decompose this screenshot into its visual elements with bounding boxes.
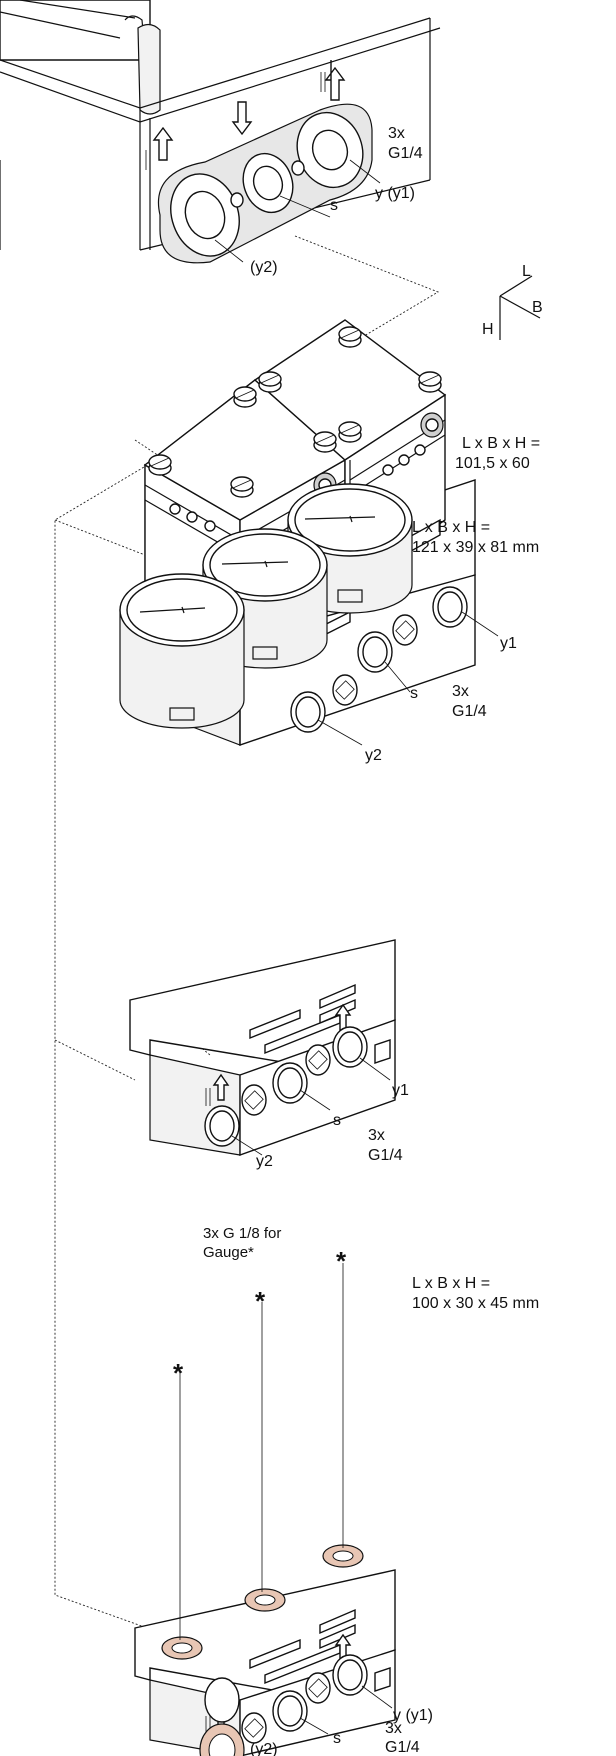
top-label-y2: (y2) xyxy=(250,259,278,276)
manifold-ports-thread: G1/4 xyxy=(385,1739,420,1756)
manifold-label-y: y (y1) xyxy=(393,1707,433,1724)
solenoid-label-s: s xyxy=(410,685,418,702)
asterisk-middle: * xyxy=(255,1286,266,1316)
gauge-dims-line2: 121 x 39 x 81 mm xyxy=(412,539,539,556)
manifold-label-y2: (y2) xyxy=(250,1741,278,1756)
housing-adapter-drawing xyxy=(0,0,441,264)
manifold-ports-count: 3x xyxy=(385,1720,402,1737)
solenoid-dims-line1: L x B x H = xyxy=(462,435,540,452)
top-label-y: y (y1) xyxy=(375,185,415,202)
asterisk-right: * xyxy=(336,1246,347,1276)
solenoid-label-y2: y2 xyxy=(365,747,382,764)
solenoid-label-y1: y1 xyxy=(500,635,517,652)
top-ports-count: 3x xyxy=(388,125,405,142)
manifold-dims-line2: 100 x 30 x 45 mm xyxy=(412,1295,539,1312)
gauge-label-y1: y1 xyxy=(392,1082,409,1099)
asterisk-left: * xyxy=(173,1358,184,1388)
manifold-dims-line1: L x B x H = xyxy=(412,1275,490,1292)
solenoid-ports-thread: G1/4 xyxy=(452,703,487,720)
solenoid-dims-line2: 101,5 x 60 xyxy=(455,455,530,472)
gauge-block-drawing xyxy=(119,483,413,1156)
manifold-gauge-note-line2: Gauge* xyxy=(203,1244,254,1261)
gauge-dims-line1: L x B x H = xyxy=(412,519,490,536)
gauge-label-y2: y2 xyxy=(256,1153,273,1170)
axis-label-L: L xyxy=(522,263,531,280)
top-label-s: s xyxy=(330,197,338,214)
axis-label-H: H xyxy=(482,321,494,338)
gauge-ports-thread: G1/4 xyxy=(368,1147,403,1164)
gauge-ports-count: 3x xyxy=(368,1127,385,1144)
gauge-label-s: s xyxy=(333,1112,341,1129)
manifold-label-s: s xyxy=(333,1730,341,1747)
top-ports-thread: G1/4 xyxy=(388,145,423,162)
manifold-block-drawing xyxy=(134,1263,396,1756)
axis-indicator xyxy=(499,275,541,340)
manifold-gauge-note-line1: 3x G 1/8 for xyxy=(203,1225,281,1242)
axis-label-B: B xyxy=(532,299,543,316)
solenoid-ports-count: 3x xyxy=(452,683,469,700)
